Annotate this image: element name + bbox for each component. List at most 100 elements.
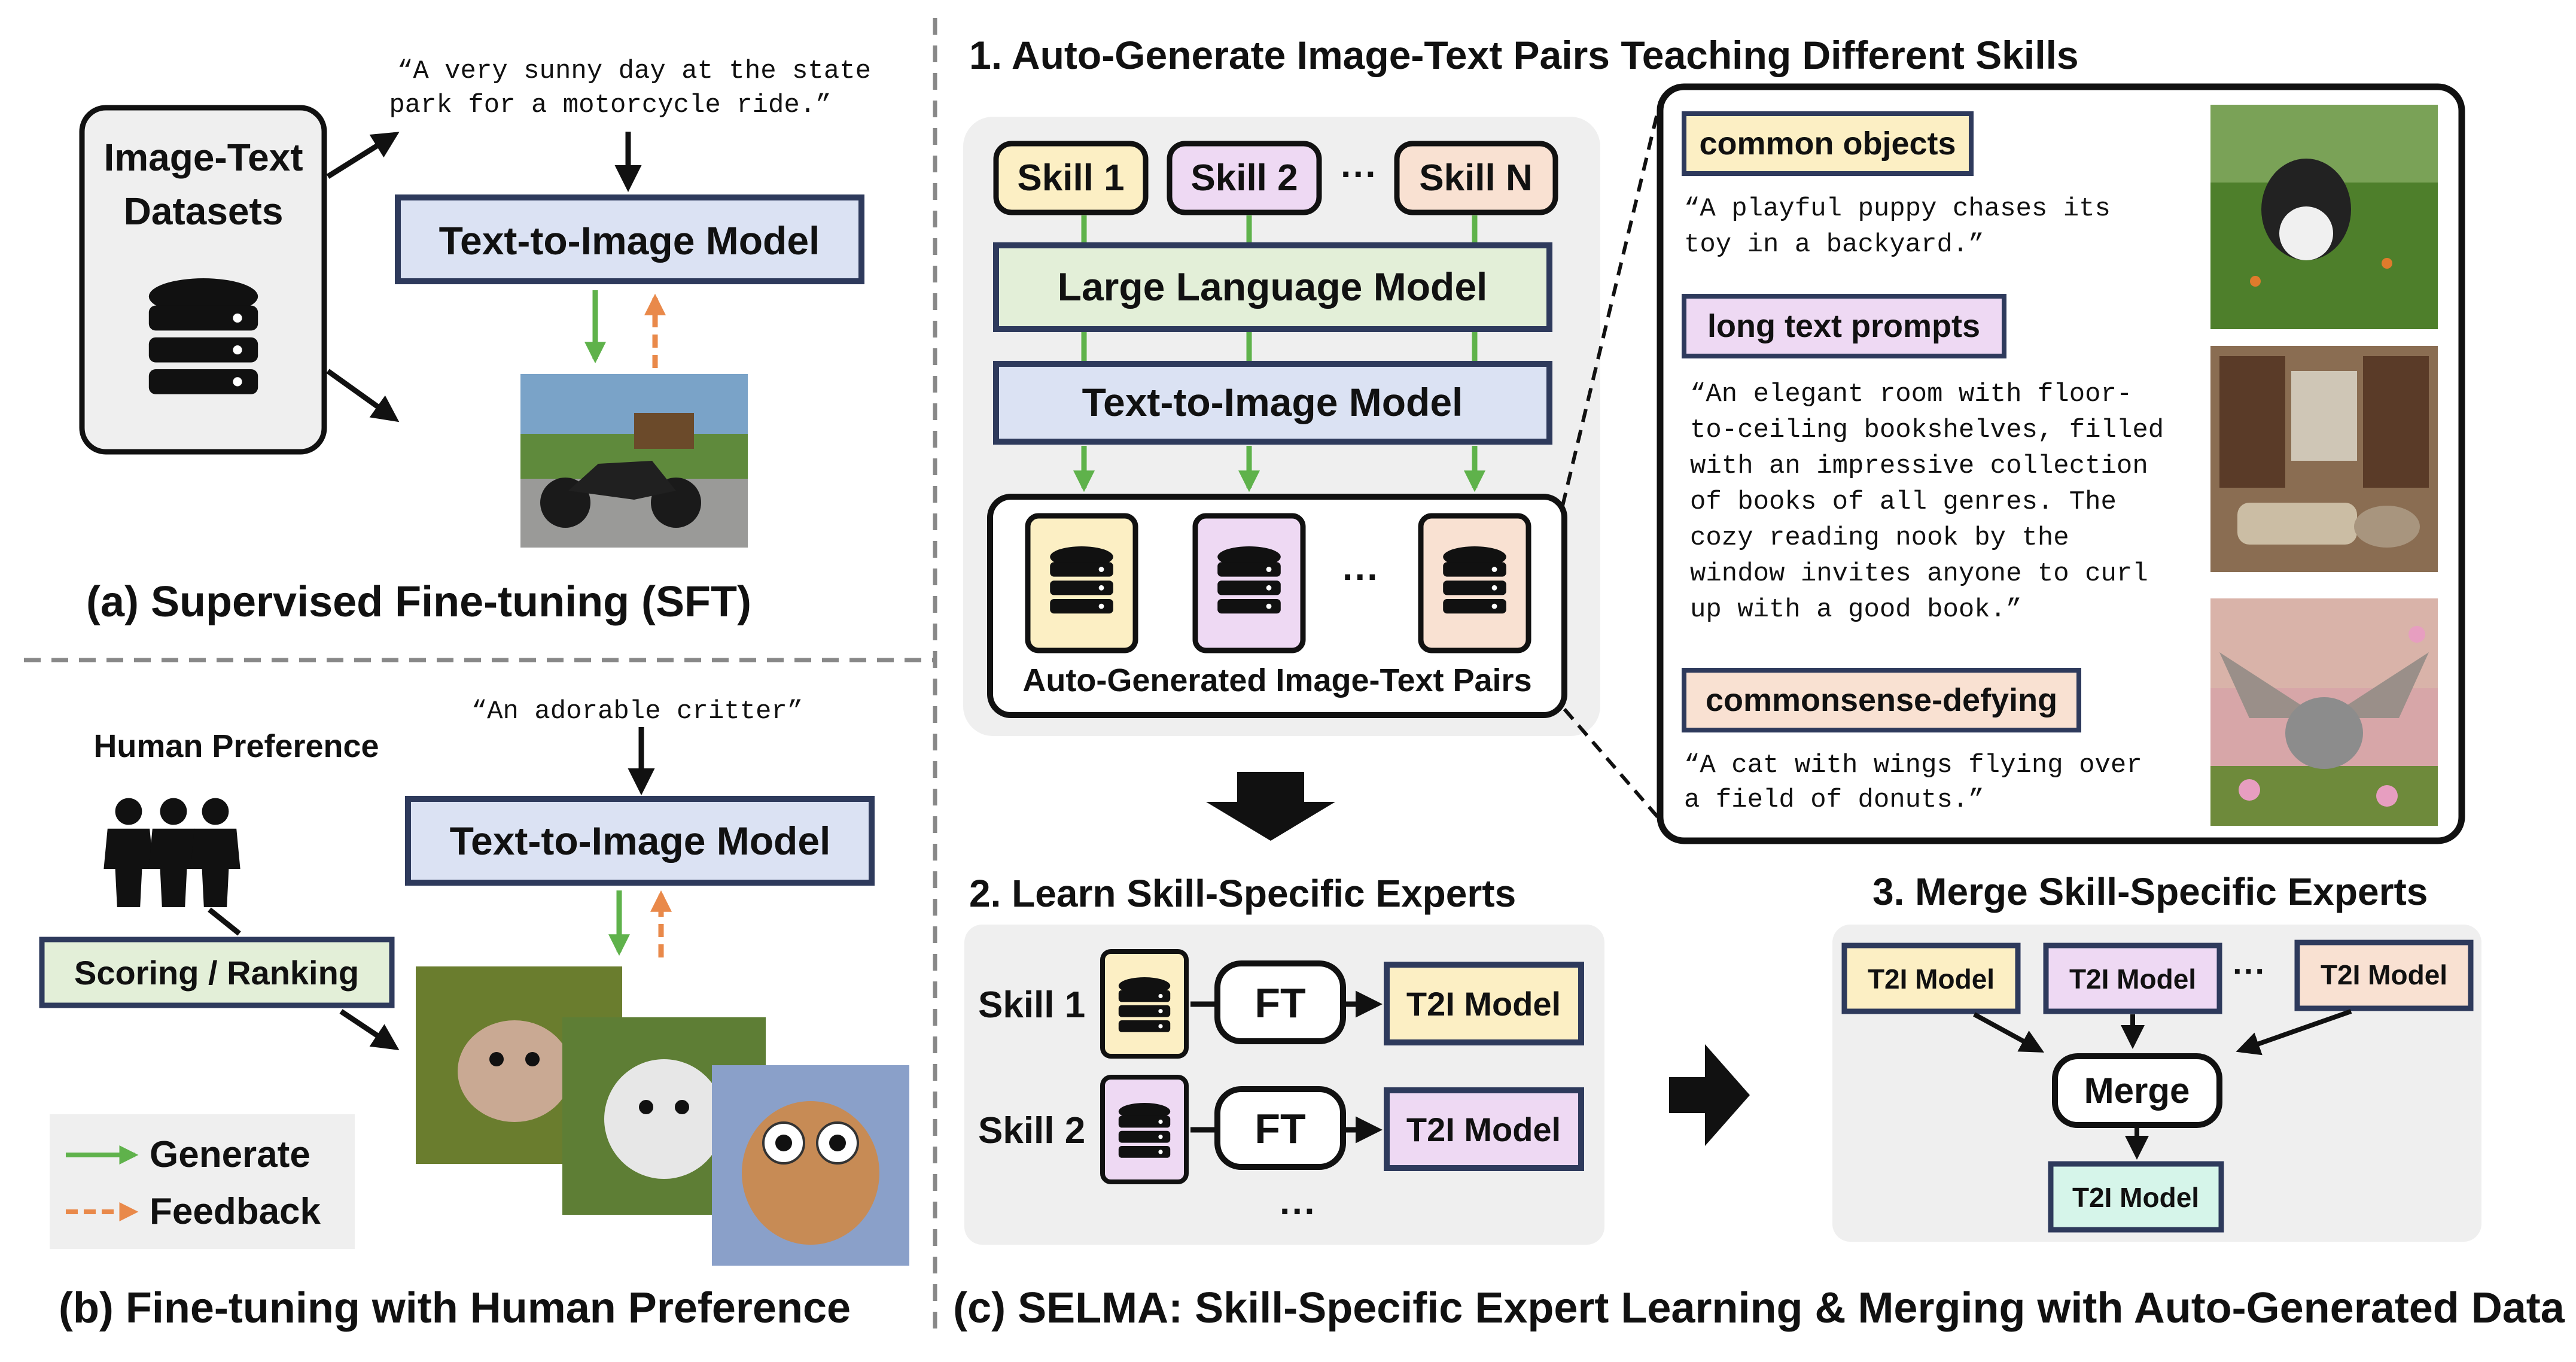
- down-arrow: [1206, 772, 1335, 841]
- example2-line4: of books of all genres. The: [1690, 487, 2117, 517]
- right-arrow: [1669, 1044, 1750, 1146]
- bookshelf-image: [2210, 346, 2438, 572]
- human-preference-label: Human Preference: [93, 728, 379, 764]
- example2-line3: with an impressive collection: [1690, 451, 2148, 481]
- llm-label: Large Language Model: [1058, 265, 1488, 309]
- llm-box: [993, 242, 1552, 332]
- example2-line5: cozy reading nook by the: [1690, 523, 2069, 553]
- panel-a: Image-Text Datasets “A very sunny day at…: [79, 56, 871, 626]
- example2-line6: window invites anyone to curl: [1690, 559, 2148, 589]
- example1-line2: toy in a backyard.”: [1684, 230, 1984, 260]
- skillN-box: [1394, 141, 1558, 215]
- step1-t2i-box: [993, 361, 1552, 445]
- zoom-line-top: [1561, 101, 1662, 506]
- tag-commonsense: [1682, 668, 2081, 732]
- critter-images: [416, 966, 909, 1266]
- s2-db-card-1: [1100, 949, 1189, 1059]
- skill1-label: Skill 1: [1017, 157, 1124, 199]
- tag-common-objects-label: common objects: [1699, 126, 1956, 162]
- skillN-label: Skill N: [1419, 157, 1533, 199]
- sft-t2i-model-box: [395, 194, 864, 284]
- s2-db-card-2: [1100, 1075, 1189, 1184]
- s2-ft-label-1: FT: [1254, 980, 1306, 1026]
- s3-merged-t2i-box: [2048, 1161, 2224, 1233]
- panel-a-caption: (a) Supervised Fine-tuning (SFT): [86, 578, 751, 626]
- s3-t2i-label-N: T2I Model: [2321, 959, 2447, 990]
- step1-title: 1. Auto-Generate Image-Text Pairs Teachi…: [969, 33, 2079, 77]
- tag-long-text: [1682, 294, 2006, 358]
- example2-line2: to-ceiling bookshelves, filled: [1690, 415, 2164, 445]
- s2-dots: ···: [1280, 1191, 1317, 1232]
- sft-prompt-line2: park for a motorcycle ride.”: [389, 90, 831, 120]
- scoring-label: Scoring / Ranking: [74, 954, 359, 992]
- sft-t2i-model-label: Text-to-Image Model: [439, 218, 820, 263]
- step3-title: 3. Merge Skill-Specific Experts: [1872, 870, 2428, 913]
- panel-b-caption: (b) Fine-tuning with Human Preference: [59, 1284, 851, 1332]
- person-icon-2: [148, 798, 199, 907]
- person-icon-1: [103, 798, 154, 907]
- hp-t2i-model-box: [405, 796, 875, 886]
- skill-dots: ···: [1341, 154, 1378, 195]
- merge-dots: ···: [2233, 952, 2266, 990]
- s3-t2i-box-1: [1841, 943, 2021, 1014]
- sft-prompt-line1: “A very sunny day at the state: [397, 56, 871, 86]
- datasets-label-line1: Image-Text: [103, 136, 303, 179]
- s2-ft-label-2: FT: [1254, 1105, 1306, 1152]
- s2-ft-box-2: [1214, 1086, 1346, 1170]
- hp-prompt: “An adorable critter”: [471, 697, 803, 726]
- arrow-datasets-to-image: [326, 369, 400, 422]
- db-dots: ···: [1342, 557, 1380, 598]
- panel-c-step2: 2. Learn Skill-Specific Experts Skill 1 …: [964, 872, 1750, 1245]
- s3-t2i-label-2: T2I Model: [2069, 963, 2196, 995]
- scoring-box: [39, 937, 395, 1008]
- connector-people-to-scoring: [208, 907, 241, 936]
- merge-label: Merge: [2084, 1071, 2190, 1111]
- s3-t2i-box-N: [2294, 940, 2474, 1011]
- zoom-line-bottom: [1563, 708, 1662, 821]
- s3-merged-t2i-label: T2I Model: [2072, 1182, 2199, 1213]
- hp-t2i-model-label: Text-to-Image Model: [450, 819, 831, 863]
- example2-line1: “An elegant room with floor-: [1690, 379, 2132, 409]
- pairs-label: Auto-Generated Image-Text Pairs: [1022, 662, 1531, 698]
- example1-line1: “A playful puppy chases its: [1684, 194, 2111, 224]
- s3-arrow-N: [2236, 1009, 2352, 1056]
- arrow-scoring-to-images: [339, 1009, 400, 1050]
- example3-line2: a field of donuts.”: [1684, 785, 1984, 815]
- s2-t2i-box-1: [1384, 962, 1584, 1045]
- motorcycle-image: [520, 374, 748, 548]
- s3-arrow-1: [1973, 1012, 2045, 1053]
- s2-skill2-label: Skill 2: [978, 1110, 1085, 1151]
- step1-t2i-label: Text-to-Image Model: [1082, 380, 1463, 424]
- panel-b: Human Preference “An adorable critter” T…: [39, 697, 909, 1332]
- panel-c-caption: (c) SELMA: Skill-Specific Expert Learnin…: [953, 1284, 2565, 1332]
- tag-long-text-label: long text prompts: [1707, 308, 1980, 344]
- datasets-label-line2: Datasets: [124, 190, 284, 233]
- skill2-box: [1167, 141, 1322, 215]
- skill1-box: [993, 141, 1149, 215]
- person-icon-3: [190, 798, 240, 907]
- s2-ft-box-1: [1214, 960, 1346, 1044]
- s2-skill1-label: Skill 1: [978, 984, 1085, 1026]
- tag-common-objects: [1682, 111, 1974, 176]
- s3-t2i-label-1: T2I Model: [1868, 963, 1995, 995]
- flying-cat-image: [2210, 598, 2438, 826]
- puppy-image: [2210, 105, 2438, 329]
- legend-box: [50, 1114, 355, 1249]
- merge-box: [2052, 1053, 2222, 1128]
- examples-panel: common objects “A playful puppy chases i…: [1657, 83, 2465, 844]
- s2-t2i-box-2: [1384, 1087, 1584, 1171]
- panel-c-step1: 1. Auto-Generate Image-Text Pairs Teachi…: [963, 33, 2079, 841]
- s2-t2i-label-2: T2I Model: [1406, 1111, 1561, 1148]
- tag-commonsense-label: commonsense-defying: [1706, 682, 2057, 718]
- s2-t2i-label-1: T2I Model: [1406, 985, 1561, 1023]
- skill2-label: Skill 2: [1190, 157, 1298, 199]
- legend-generate-label: Generate: [150, 1134, 310, 1175]
- example3-line1: “A cat with wings flying over: [1684, 750, 2142, 780]
- legend-feedback-label: Feedback: [150, 1191, 321, 1232]
- arrow-datasets-to-prompt: [326, 132, 400, 179]
- example2-line7: up with a good book.”: [1690, 595, 2022, 625]
- panel-c-step3: 3. Merge Skill-Specific Experts T2I Mode…: [1832, 870, 2481, 1242]
- s3-t2i-box-2: [2043, 943, 2222, 1014]
